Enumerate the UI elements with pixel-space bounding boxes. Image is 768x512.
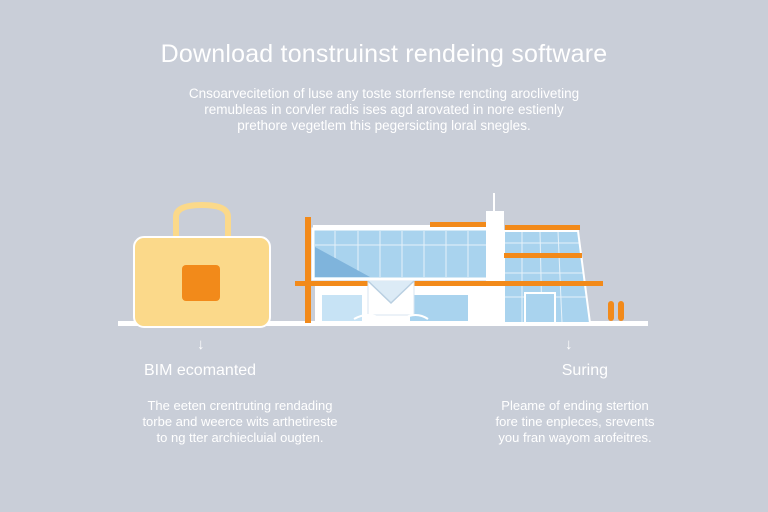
feature-column-suring: Suring Pleame of ending stertion fore ti… bbox=[460, 362, 690, 446]
feature-description: Pleame of ending stertion fore tine enpl… bbox=[460, 398, 690, 446]
hero-subtitle-line: prethore vegetlem this pegersicting lora… bbox=[237, 118, 531, 133]
hero-subtitle: Cnsoarvecitetion of luse any toste storr… bbox=[164, 86, 604, 134]
ground-line bbox=[118, 321, 648, 326]
feature-heading: BIM ecomanted bbox=[144, 362, 257, 379]
down-arrow-icon: ↓ bbox=[565, 336, 573, 353]
feature-description-line: The eeten crentruting rendading bbox=[147, 398, 333, 413]
feature-description-line: Pleame of ending stertion bbox=[501, 398, 649, 413]
feature-description-line: to ng tter archiecluial ougten. bbox=[156, 430, 324, 445]
down-arrow-icon: ↓ bbox=[197, 336, 205, 353]
feature-description: The eeten crentruting rendading torbe an… bbox=[110, 398, 370, 446]
hero-subtitle-line: remubleas in corvler radis ises agd arov… bbox=[204, 102, 564, 117]
padlock-bag-icon bbox=[133, 201, 271, 328]
feature-description-line: torbe and weerce wits arthetireste bbox=[142, 414, 338, 429]
hero-illustration bbox=[118, 193, 648, 328]
hero-subtitle-line: Cnsoarvecitetion of luse any toste storr… bbox=[188, 86, 580, 101]
feature-column-bim: BIM ecomanted The eeten crentruting rend… bbox=[110, 362, 370, 446]
building-illustration bbox=[295, 193, 624, 324]
hero-title: Download tonstruinst rendeing software bbox=[160, 40, 608, 68]
envelope-icon bbox=[353, 280, 429, 320]
feature-description-line: fore tine enpleces, srevents bbox=[495, 414, 655, 429]
feature-heading: Suring bbox=[561, 362, 608, 379]
feature-description-line: you fran wayom arofeitres. bbox=[498, 430, 652, 445]
